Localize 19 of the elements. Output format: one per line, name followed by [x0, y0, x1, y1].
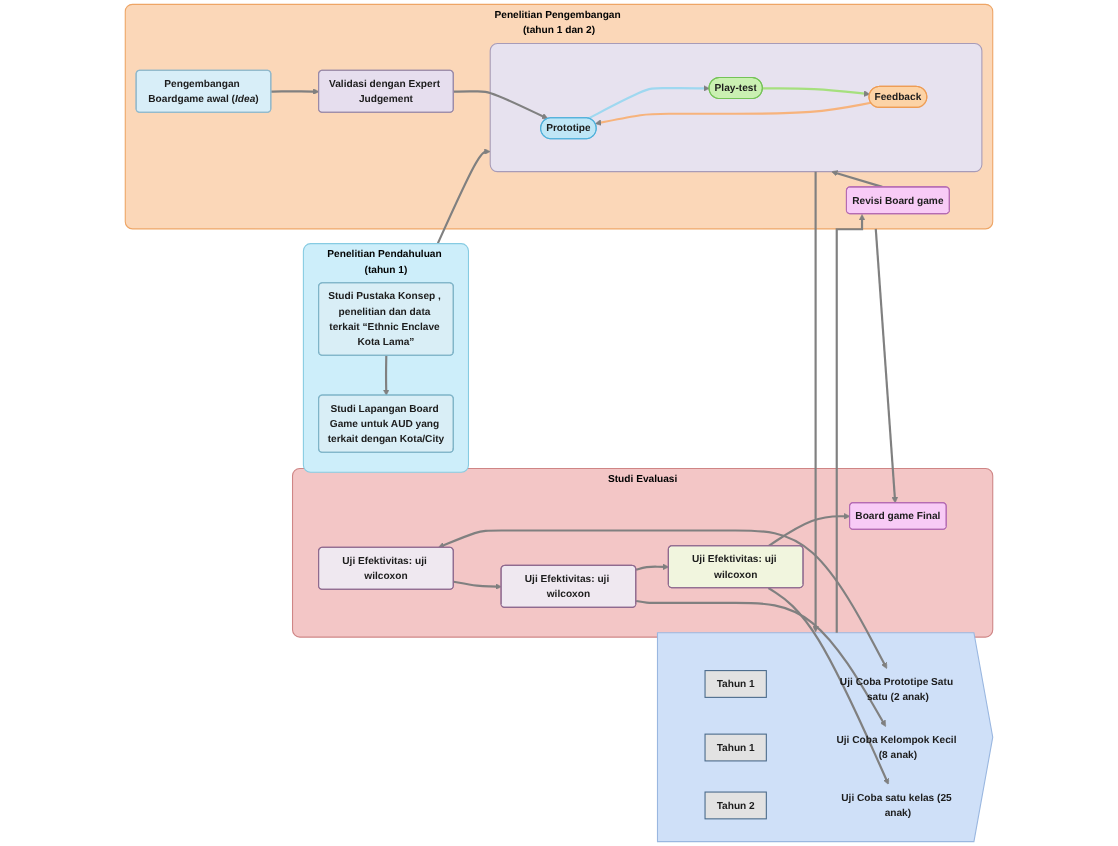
arrow [874, 228, 898, 504]
arrow [453, 580, 502, 590]
arrow [595, 101, 872, 126]
arrow [812, 171, 819, 633]
arrow [271, 88, 320, 95]
arrow [767, 513, 851, 547]
arrow [831, 170, 883, 188]
arrow [635, 599, 886, 727]
arrow [436, 148, 491, 245]
arrow [383, 355, 390, 396]
cluster [489, 42, 983, 173]
arrow [835, 214, 866, 633]
arrow [762, 87, 871, 97]
arrow [453, 90, 549, 120]
arrow [588, 85, 710, 120]
arrow [767, 587, 890, 785]
cluster [656, 632, 994, 843]
arrow [635, 563, 669, 571]
arrow [438, 529, 888, 669]
